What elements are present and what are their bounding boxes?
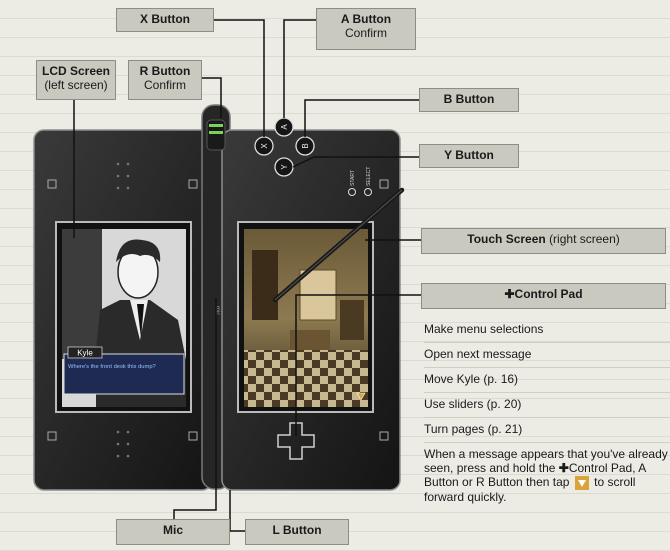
start-button[interactable] (348, 188, 356, 196)
a-button-label-text: A Button (340, 12, 392, 26)
y-button-label: Y Button (419, 144, 519, 168)
desc-text: to scroll forward quickly. (424, 475, 636, 504)
mic-label: Mic (116, 519, 230, 545)
touch-screen-label: Touch Screen (right screen) (421, 228, 666, 254)
desc-item: Use sliders (p. 20) (424, 393, 670, 418)
x-button-glyph: X (260, 143, 269, 149)
desc-item: When a message appears that you've alrea… (424, 443, 670, 510)
l-button-label: L Button (245, 519, 349, 545)
touch-screen-label-sub: (right screen) (549, 232, 620, 246)
control-pad[interactable] (277, 422, 315, 460)
lcd-screen-label: LCD Screen (left screen) (36, 60, 116, 100)
scroll-arrow-icon (574, 475, 589, 490)
name-tag: Kyle (77, 349, 93, 358)
l-button-label-text: L Button (272, 523, 322, 537)
select-button[interactable] (364, 188, 372, 196)
lcd-screen-label-sub: (left screen) (44, 78, 108, 92)
r-button-label: R Button Confirm (128, 60, 202, 100)
lcd-screen-label-text: LCD Screen (41, 64, 111, 78)
callout-y (292, 156, 419, 168)
x-button-label: X Button (116, 8, 214, 32)
b-button-label: B Button (419, 88, 519, 112)
callout-dpad (295, 294, 421, 436)
desc-text: Control Pad, A Button or R Button then t… (424, 461, 646, 489)
touch-screen-label-text: Touch Screen (467, 232, 546, 246)
desc-item: Open next message (424, 343, 670, 368)
power-indicator (209, 124, 223, 127)
a-button-label-sub: Confirm (344, 26, 387, 40)
charge-indicator (209, 131, 223, 134)
control-pad-descriptions: Make menu selections Open next message M… (424, 318, 670, 510)
desc-item: Make menu selections (424, 318, 670, 343)
callout-lines (73, 19, 421, 532)
r-button-label-text: R Button (139, 64, 191, 78)
b-button-glyph: B (301, 143, 310, 148)
callout-a (283, 19, 316, 118)
callout-x (214, 19, 265, 137)
left-speaker-hole (188, 179, 198, 189)
desc-text: Make menu selections (424, 322, 544, 336)
desc-item: Turn pages (p. 21) (424, 418, 670, 443)
hinge-lights (206, 119, 226, 151)
right-speaker-hole (379, 179, 389, 189)
desc-text: Turn pages (p. 21) (424, 422, 523, 436)
touch-screen-display (244, 229, 368, 407)
select-label: SELECT (366, 167, 372, 186)
x-button-label-text: X Button (140, 12, 190, 26)
desc-text: Open next message (424, 347, 532, 361)
speaker-dots-bottom (116, 430, 130, 458)
b-button-label-text: B Button (443, 92, 495, 106)
control-pad-cross-icon: ✚ (504, 287, 515, 301)
desc-text: When a message appears that you've alrea… (424, 447, 668, 475)
speaker-dots-top (116, 162, 130, 190)
dialogue-box (63, 353, 185, 395)
desc-item: Move Kyle (p. 16) (424, 368, 670, 393)
right-speaker-hole (379, 431, 389, 441)
left-speaker-hole (188, 431, 198, 441)
a-button-glyph: A (280, 124, 289, 130)
left-speaker-hole (47, 431, 57, 441)
stylus-highlight (274, 189, 403, 301)
mic-text: mic (214, 306, 220, 315)
control-pad-label-text: Control Pad (514, 287, 583, 301)
r-button-label-sub: Confirm (143, 78, 186, 92)
callout-l (229, 490, 245, 532)
control-pad-cross-icon: ✚ (558, 461, 569, 475)
dialogue-line: Where's the front desk this dump? (68, 364, 157, 370)
a-button-label: A Button Confirm (316, 8, 416, 50)
name-tag-box (67, 346, 103, 359)
scroll-forward-arrow (356, 392, 366, 401)
start-label: START (350, 170, 356, 186)
y-button-label-text: Y Button (444, 148, 494, 162)
callout-r (202, 77, 222, 118)
desc-text: Move Kyle (p. 16) (424, 372, 519, 386)
callout-b (304, 99, 419, 137)
desc-text: Use sliders (p. 20) (424, 397, 522, 411)
left-speaker-hole (47, 179, 57, 189)
mic-label-text: Mic (162, 523, 183, 537)
control-pad-label: ✚Control Pad (421, 283, 666, 309)
y-button-glyph: Y (280, 164, 289, 170)
